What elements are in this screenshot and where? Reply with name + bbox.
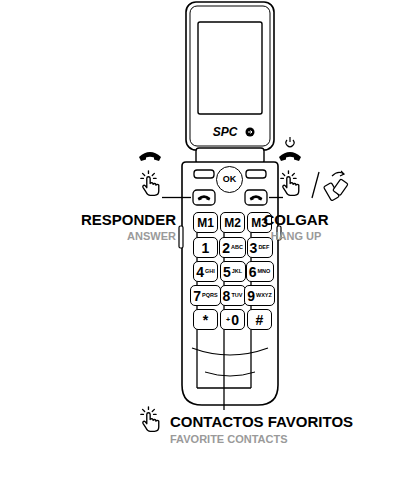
press-hand-icon — [281, 171, 299, 195]
callout-translation: FAVORITE CONTACTS — [170, 433, 288, 445]
keypad-key: 4GHI — [193, 261, 218, 282]
mic-curve — [205, 372, 255, 376]
mic-curve — [192, 348, 268, 355]
key-label: MNO — [257, 269, 270, 275]
slash — [312, 172, 319, 198]
keypad-key: 6MNO — [246, 261, 274, 282]
key-label: 5 — [223, 265, 231, 279]
key-label: TUV — [231, 293, 242, 299]
press-hand-icon — [141, 407, 159, 431]
keypad-key: 5JKL — [220, 261, 246, 282]
bracket-lines — [197, 226, 251, 410]
answer-icon — [139, 152, 161, 161]
keypad-key: * — [193, 309, 218, 330]
soft-key — [194, 170, 214, 178]
hang-up-icon — [279, 152, 301, 161]
end-key — [245, 190, 267, 205]
call-key-icon — [198, 195, 211, 200]
ok-button: OK — [216, 166, 243, 193]
key-label: M1 — [197, 217, 214, 229]
logo-arrow — [248, 131, 252, 134]
keypad-key: 3DEF — [247, 237, 273, 258]
key-label: GHI — [205, 269, 215, 275]
lid-housing — [186, 2, 274, 150]
key-label: WXYZ — [256, 293, 272, 299]
key-label: 3 — [250, 241, 258, 255]
screen — [198, 22, 262, 114]
power-symbol — [286, 137, 294, 147]
key-label: 6 — [249, 265, 257, 279]
soft-key — [246, 170, 266, 178]
end-key-icon — [250, 195, 263, 200]
close-flip-icon — [324, 171, 349, 201]
base-housing — [182, 162, 278, 405]
keypad-key: +0 — [220, 309, 245, 330]
memory-key: M2 — [220, 212, 245, 233]
key-label: 7 — [193, 289, 201, 303]
leader-line — [162, 197, 191, 198]
key-label: 9 — [247, 289, 255, 303]
logo-mark — [246, 128, 255, 137]
keypad-key: 9WXYZ — [244, 285, 275, 306]
key-label: * — [203, 313, 208, 327]
key-label: 2 — [222, 241, 230, 255]
keypad-key: 2ABC — [219, 237, 246, 258]
keypad-key: # — [247, 309, 272, 330]
key-label: 0 — [231, 313, 239, 327]
key-label: OK — [223, 175, 237, 184]
callout-label: CONTACTOS FAVORITOS — [170, 414, 353, 431]
key-label: # — [256, 313, 264, 327]
key-label: M2 — [224, 217, 241, 229]
brand-logo: SPC — [213, 126, 238, 139]
keypad-key: 8TUV — [220, 285, 246, 306]
key-label: + — [226, 316, 230, 323]
keypad-key: 7PQRS — [190, 285, 221, 306]
key-label: JKL — [232, 269, 242, 275]
call-key — [193, 190, 215, 205]
leader-line — [269, 197, 283, 198]
press-hand-icon — [141, 171, 159, 195]
callout-label: RESPONDER — [81, 212, 176, 229]
key-label: PQRS — [202, 293, 218, 299]
key-label: ABC — [231, 245, 243, 251]
keypad-key: 1 — [193, 237, 218, 258]
key-label: DEF — [258, 245, 269, 251]
key-label: 8 — [223, 289, 231, 303]
key-label: 1 — [202, 241, 210, 255]
callout-label: COLGAR — [264, 212, 329, 229]
side-button — [179, 226, 183, 248]
lid-bezel — [190, 6, 270, 146]
memory-key: M1 — [193, 212, 218, 233]
callout-translation: HANG UP — [271, 230, 322, 242]
key-label: 4 — [196, 265, 204, 279]
callout-translation: ANSWER — [127, 230, 176, 242]
